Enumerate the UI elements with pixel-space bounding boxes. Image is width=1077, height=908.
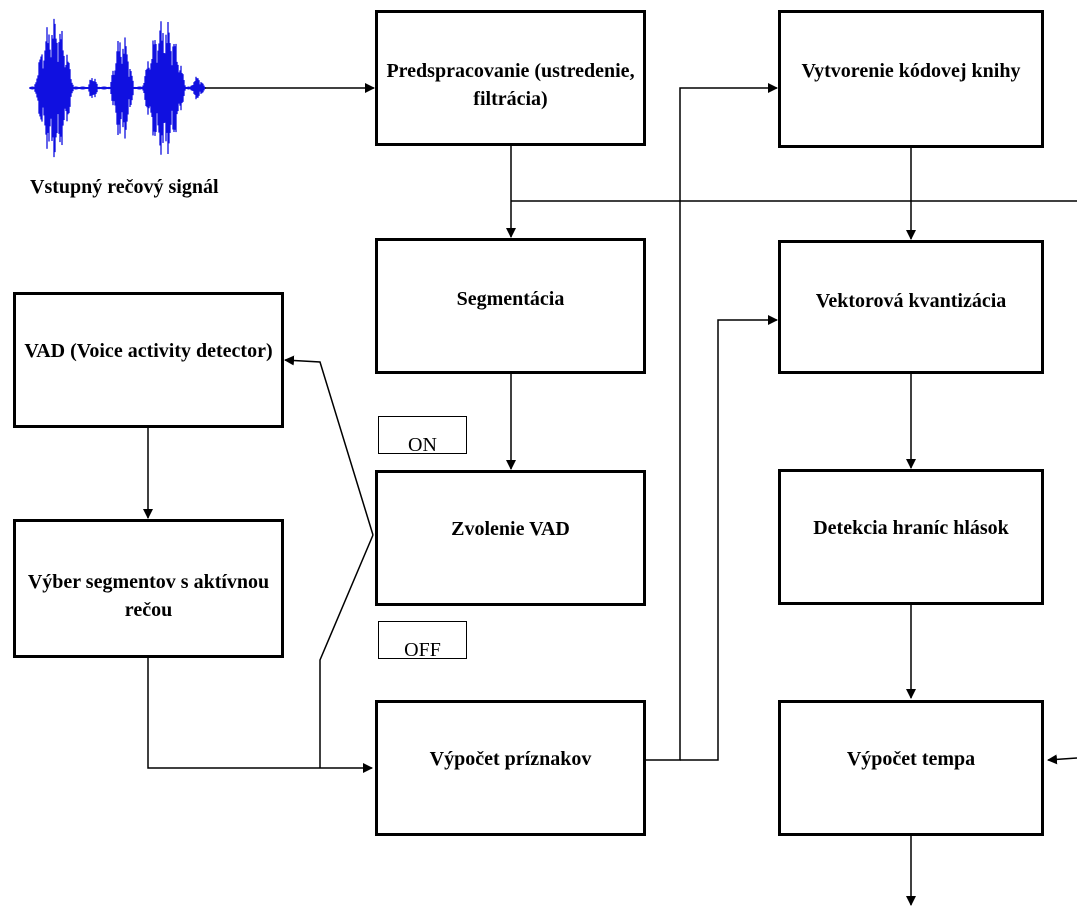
phone-boundaries-block: Detekcia hraníc hlások — [778, 469, 1044, 605]
tempo-computation-block: Výpočet tempa — [778, 700, 1044, 836]
switch-on-label: ON — [408, 434, 437, 454]
arrow-features-to-vector-quantization — [680, 315, 778, 761]
preprocessing-label: Predspracovanie (ustredenie, filtrácia) — [386, 60, 635, 110]
vad-block: VAD (Voice activity detector) — [13, 292, 284, 428]
arrow-switch-on-to-vad — [284, 355, 374, 536]
codebook-block: Vytvorenie kódovej knihy — [778, 10, 1044, 148]
segmentation-block: Segmentácia — [375, 238, 646, 374]
segment-selection-block: Výber segmentov s aktívnou rečou — [13, 519, 284, 658]
preprocessing-block: Predspracovanie (ustredenie, filtrácia) — [375, 10, 646, 146]
vad-selection-block: Zvolenie VAD — [375, 470, 646, 606]
vector-quantization-block: Vektorová kvantizácia — [778, 240, 1044, 374]
line-switch-off-to-features — [319, 534, 374, 768]
feature-extraction-block: Výpočet príznakov — [375, 700, 646, 836]
phone-boundaries-label: Detekcia hraníc hlások — [813, 517, 1009, 539]
vad-label: VAD (Voice activity detector) — [24, 340, 273, 362]
feature-extraction-label: Výpočet príznakov — [429, 748, 592, 770]
arrow-segment-selection-to-features — [147, 658, 373, 773]
tempo-computation-label: Výpočet tempa — [846, 748, 976, 770]
segmentation-label: Segmentácia — [456, 288, 565, 310]
switch-off-label-box: OFF — [378, 621, 467, 659]
speech-waveform-icon — [29, 18, 206, 158]
switch-off-label: OFF — [404, 639, 441, 659]
codebook-label: Vytvorenie kódovej knihy — [801, 60, 1021, 82]
switch-on-label-box: ON — [378, 416, 467, 454]
arrow-input-to-tempo — [1047, 754, 1077, 765]
vector-quantization-label: Vektorová kvantizácia — [815, 290, 1007, 312]
arrow-features-to-codebook — [645, 83, 778, 761]
vad-selection-label: Zvolenie VAD — [451, 518, 570, 540]
input-signal-caption: Vstupný rečový signál — [30, 176, 219, 198]
segment-selection-label: Výber segmentov s aktívnou rečou — [27, 571, 270, 621]
